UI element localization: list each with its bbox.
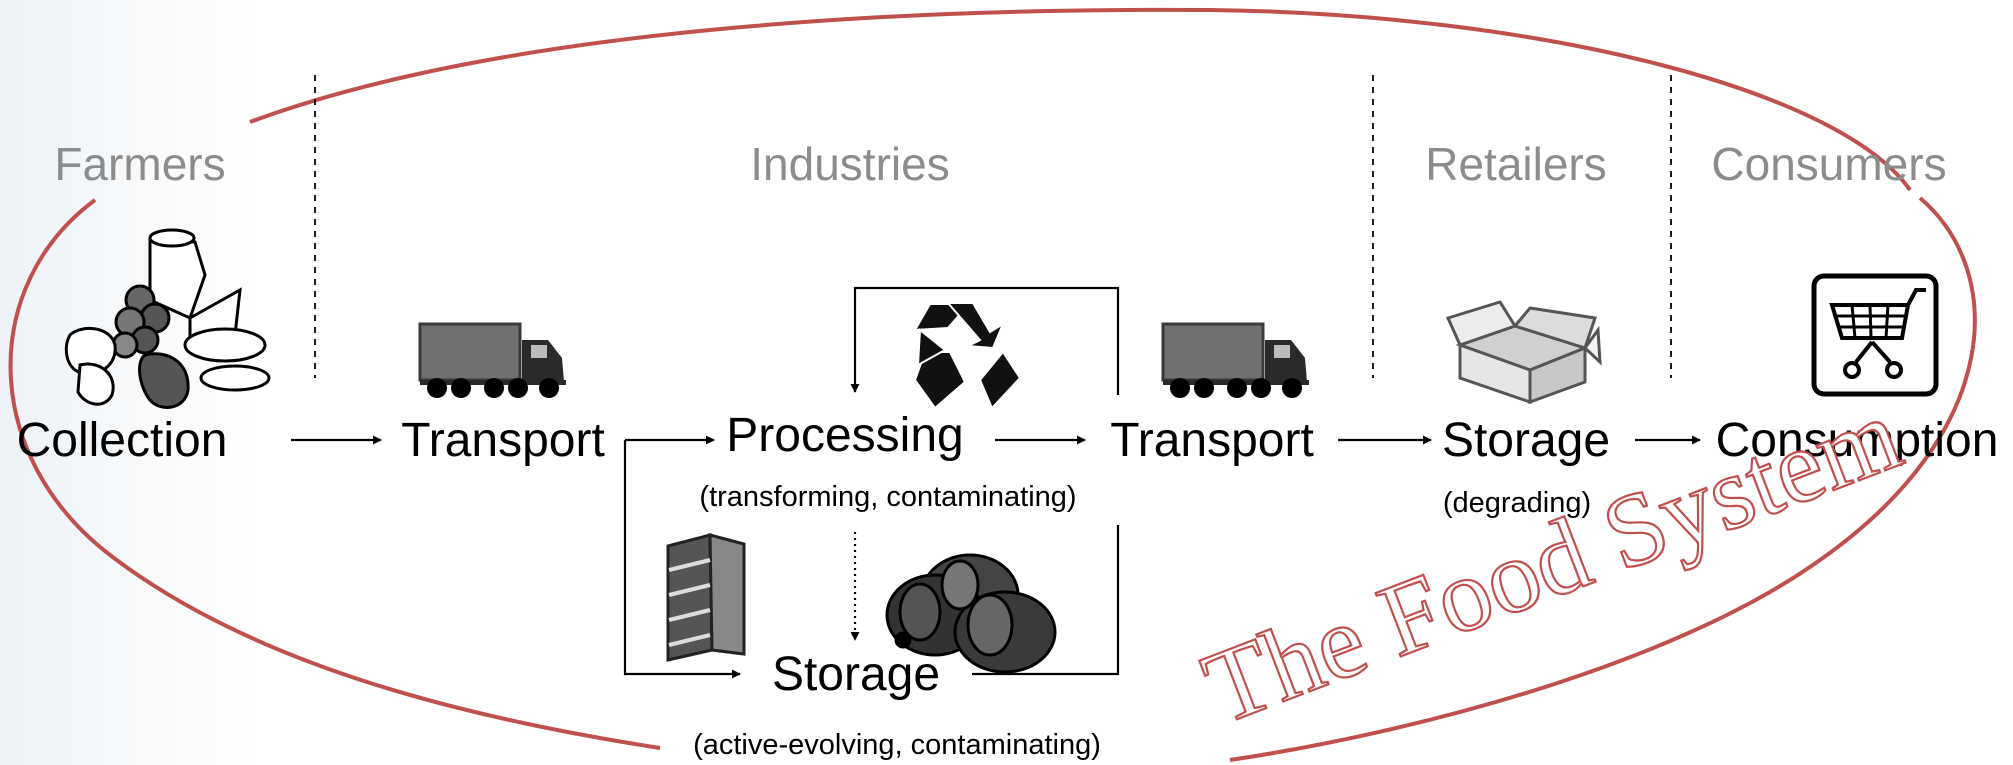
note-storage-retail: (degrading) (1443, 487, 1591, 519)
stage-processing: Processing (726, 409, 963, 462)
stage-consumption: Consumption (1716, 414, 1999, 467)
shopping-cart-icon (1811, 273, 1939, 397)
system-ellipse (8, 7, 1977, 762)
actor-farmers: Farmers (54, 138, 225, 190)
barrels-icon (885, 553, 1057, 674)
actor-consumers: Consumers (1711, 138, 1946, 190)
stage-collection: Collection (17, 414, 228, 467)
actor-retailers: Retailers (1425, 138, 1607, 190)
stage-transport-1: Transport (401, 414, 605, 467)
truck-icon (1161, 322, 1309, 398)
recycle-icon (913, 302, 1022, 410)
stage-storage-industry: Storage (772, 648, 940, 701)
storage-return-line (972, 525, 1120, 676)
flow-arrows (291, 286, 1701, 679)
recycle-loop-arrow (850, 286, 1120, 395)
stage-storage-retail: Storage (1442, 414, 1610, 467)
truck-icon (418, 322, 566, 398)
food-pile-icon (64, 228, 271, 409)
actor-industries: Industries (750, 138, 949, 190)
note-storage-industry: (active-evolving, contaminating) (693, 729, 1101, 761)
actor-dividers (314, 75, 1672, 378)
open-box-icon (1445, 300, 1602, 405)
shelf-icon (666, 533, 746, 662)
note-processing: (transforming, contaminating) (699, 481, 1076, 513)
stage-transport-2: Transport (1110, 414, 1314, 467)
branch-to-storage-arrow (623, 440, 741, 679)
